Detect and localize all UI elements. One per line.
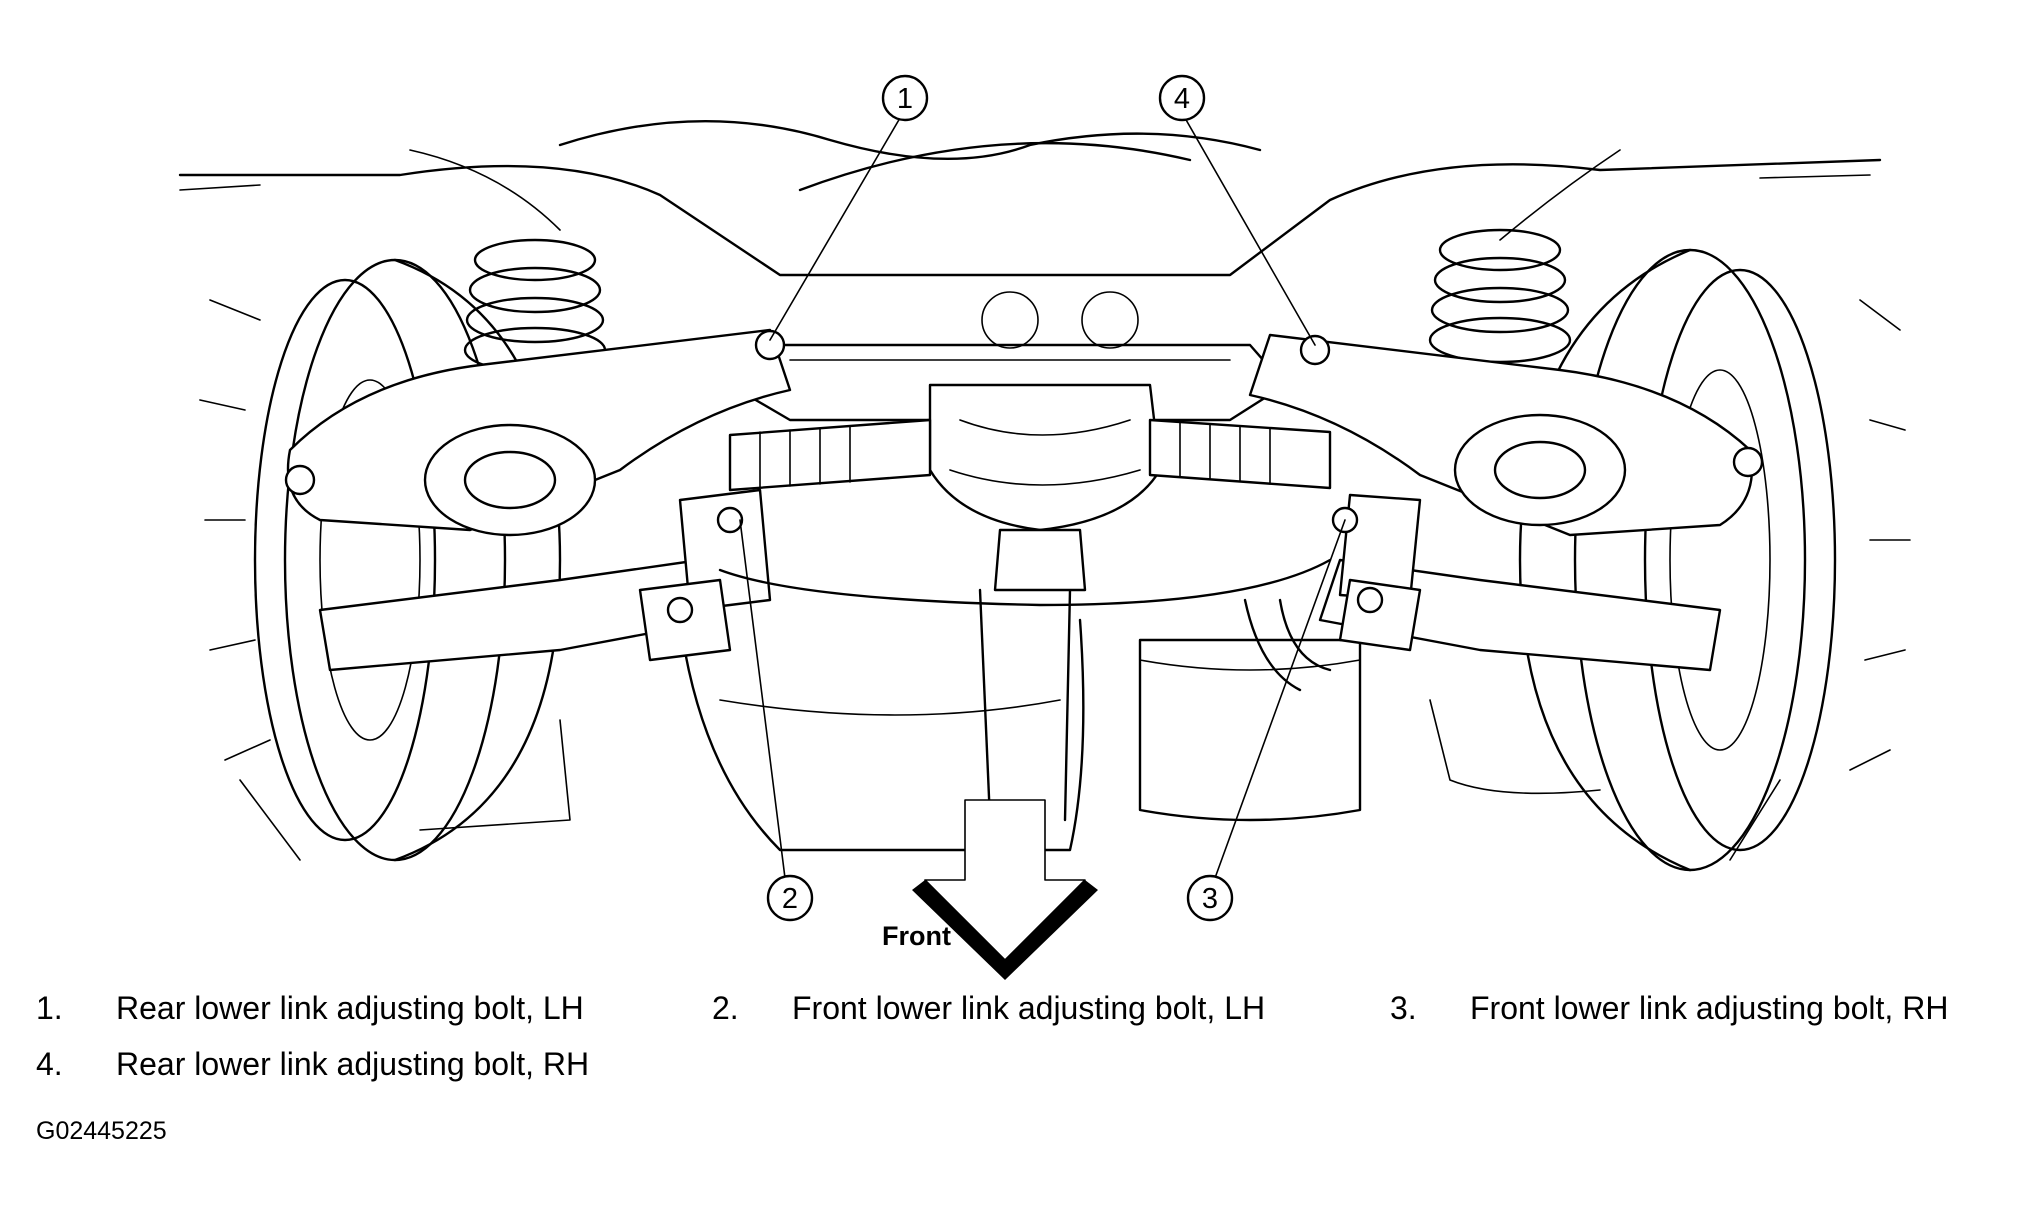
callout-leader-lines [739, 117, 1346, 879]
svg-text:1: 1 [897, 83, 913, 115]
muffler [1138, 598, 1362, 822]
left-drive-shaft [728, 418, 932, 492]
callout-4: 4 [1158, 74, 1206, 122]
legend-number: 4. [36, 1046, 63, 1082]
legend-number: 3. [1390, 990, 1417, 1026]
legend-number: 2. [712, 990, 739, 1026]
legend-text: Front lower link adjusting bolt, RH [1470, 990, 1949, 1026]
callout-1: 1 [881, 74, 929, 122]
left-rear-bolt-marker [754, 329, 786, 361]
fuel-tank [678, 618, 1085, 852]
front-arrow-icon [912, 799, 1098, 980]
vehicle-underbody [178, 119, 1882, 277]
right-wheel [1518, 248, 1911, 872]
callout-2: 2 [766, 874, 814, 922]
legend-number: 1. [36, 990, 63, 1026]
front-direction-label: Front [882, 921, 951, 951]
stabilizer-bar [718, 558, 1332, 607]
svg-text:4: 4 [1174, 83, 1190, 115]
legend-text: Front lower link adjusting bolt, LH [792, 990, 1266, 1026]
svg-text:3: 3 [1202, 883, 1218, 915]
right-rear-bolt-marker [1299, 334, 1331, 366]
differential [928, 383, 1162, 592]
lower-trim-lines [239, 699, 1781, 861]
right-front-lower-link [1318, 493, 1722, 672]
rear-suspension-diagram: 1 4 2 3 Front [178, 74, 1911, 980]
propeller-shaft [978, 588, 1072, 822]
callout-3: 3 [1186, 874, 1234, 922]
left-wheel [199, 258, 562, 862]
legend-text: Rear lower link adjusting bolt, LH [116, 990, 584, 1026]
figure-id: G02445225 [36, 1117, 167, 1145]
right-rear-lower-link [1248, 333, 1764, 537]
right-coil-spring [1428, 228, 1572, 364]
svg-text:2: 2 [782, 883, 798, 915]
left-rear-lower-link [284, 328, 792, 537]
legend-text: Rear lower link adjusting bolt, RH [116, 1046, 590, 1082]
right-drive-shaft [1148, 418, 1332, 490]
